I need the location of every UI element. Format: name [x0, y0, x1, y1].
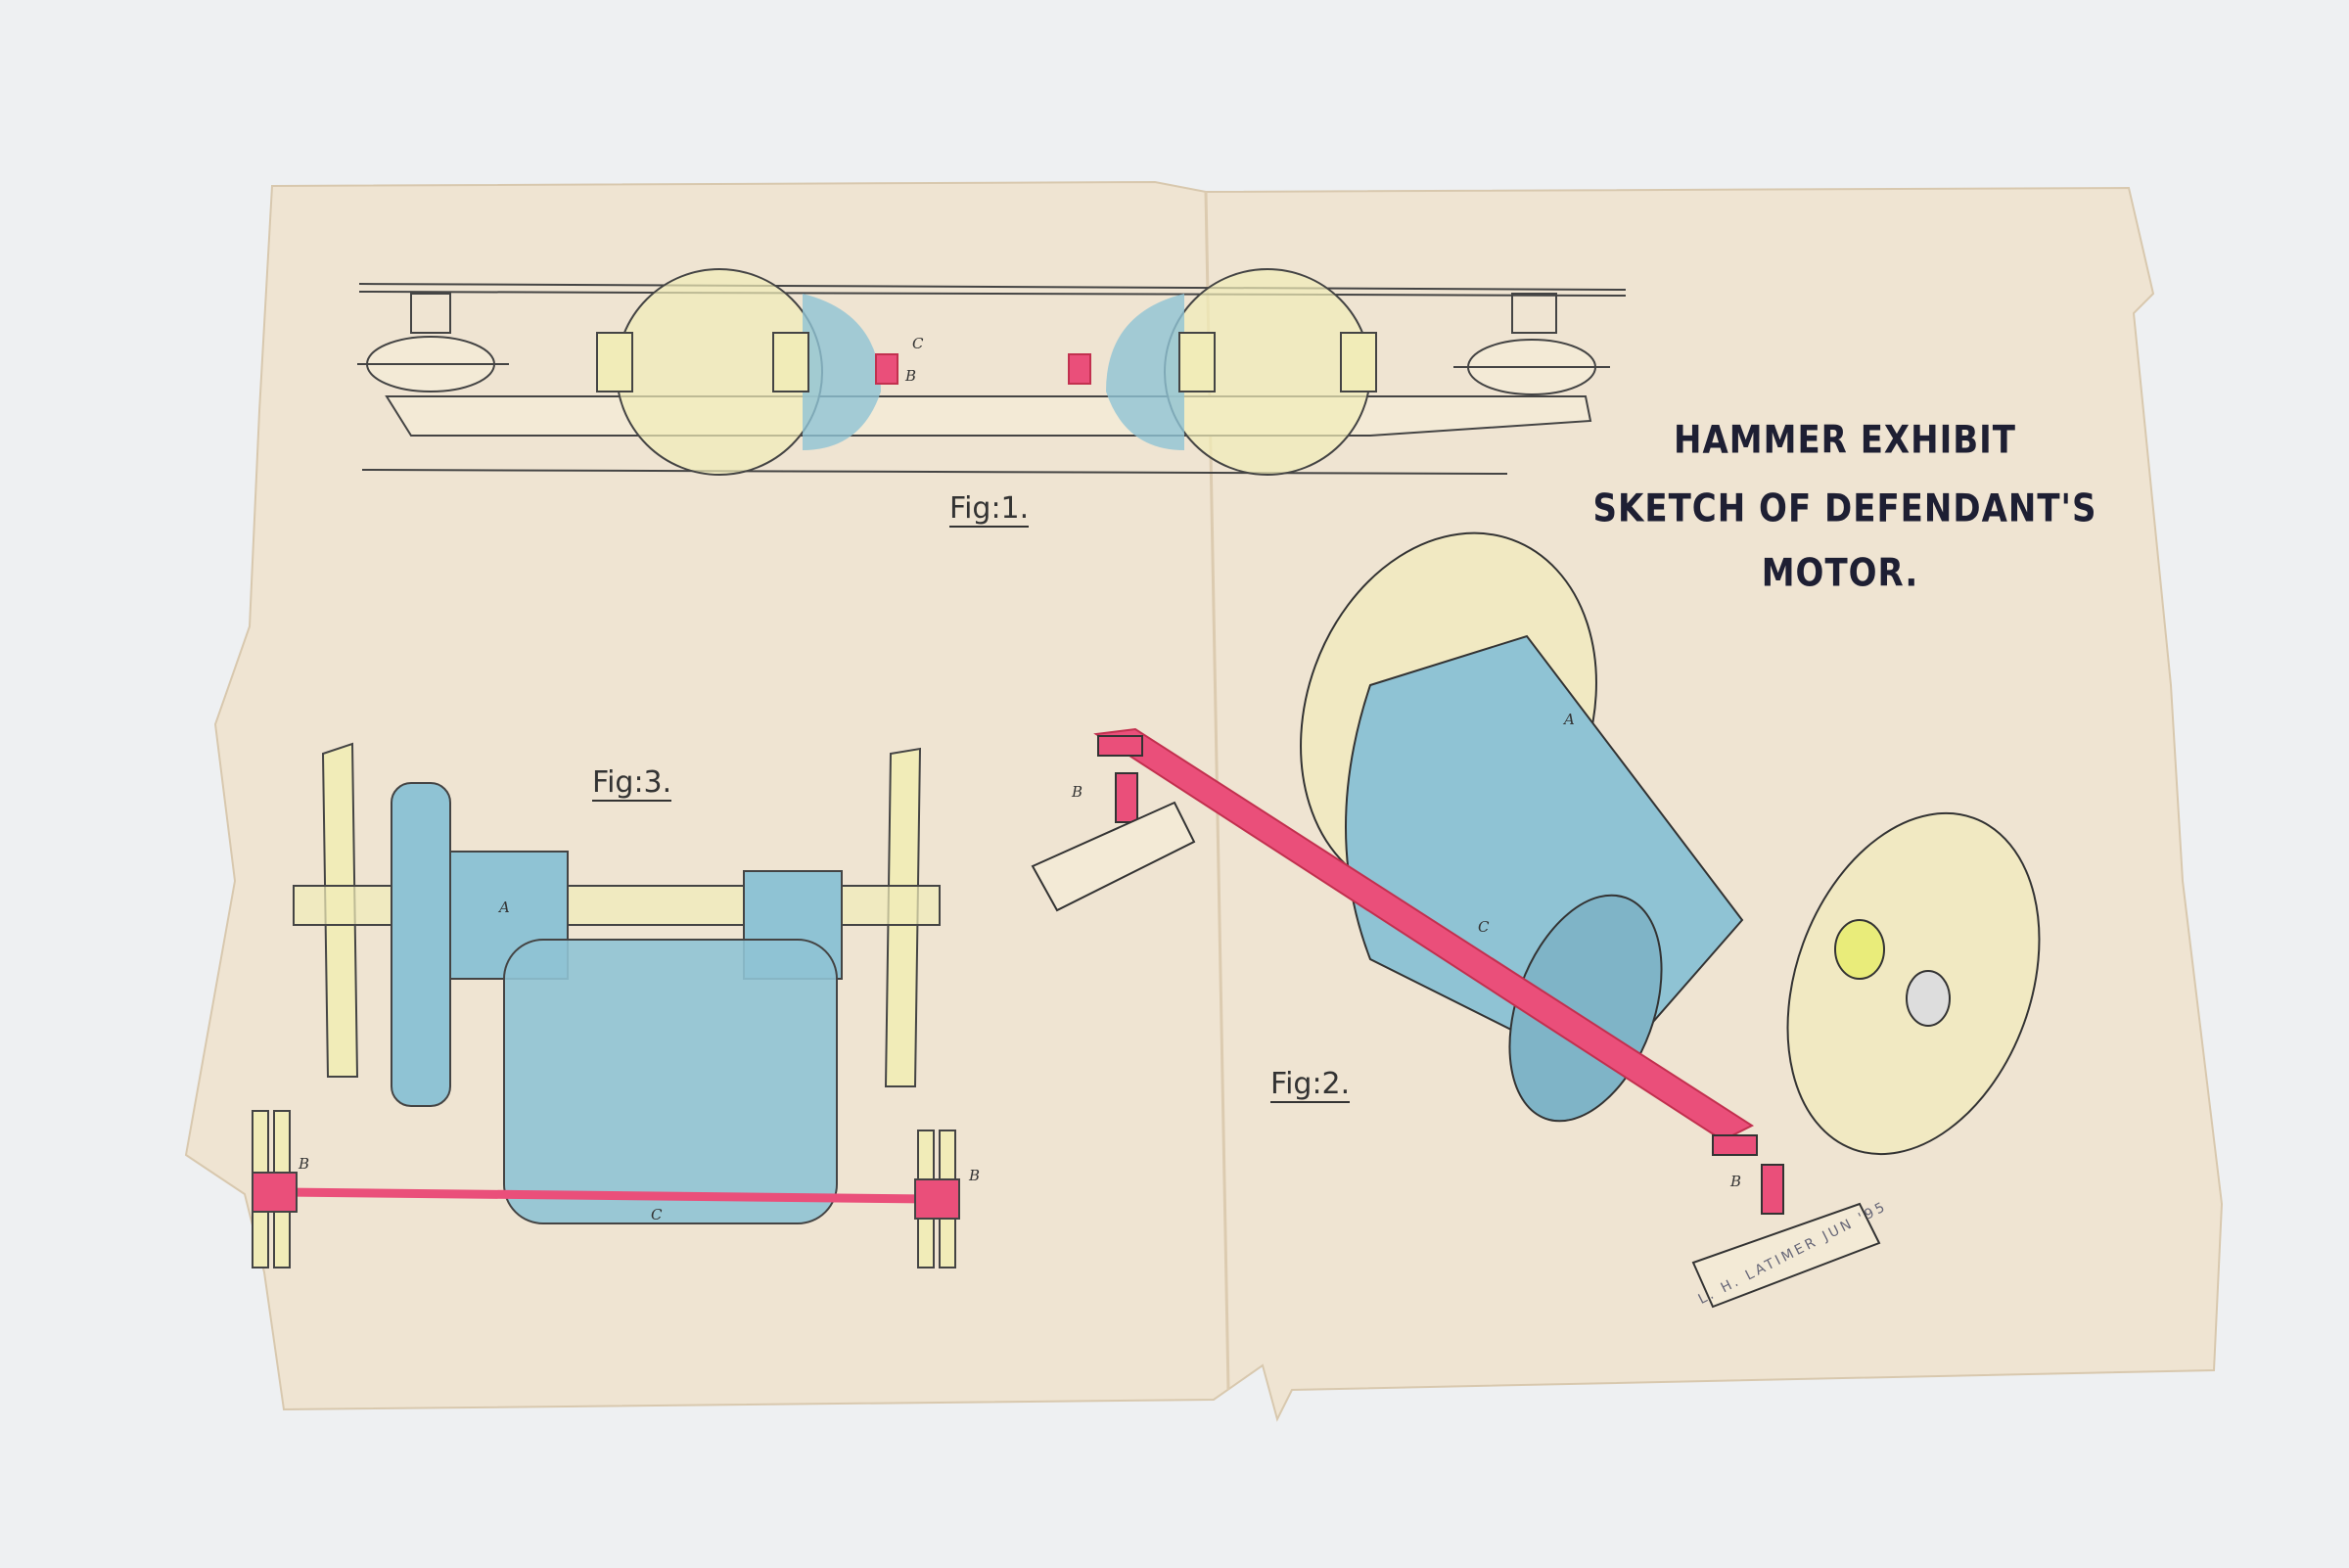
title-line-3: MOTOR.: [1761, 551, 1919, 596]
title-line-1: HAMMER EXHIBIT: [1674, 418, 2016, 463]
part-label-c-fig2: C: [1478, 918, 1490, 936]
part-label-c-fig1: C: [912, 335, 924, 352]
fig2-label: Fig:2.: [1270, 1067, 1351, 1103]
part-label-c-fig3: C: [651, 1206, 663, 1223]
part-label-b-fig3-left: B: [299, 1155, 310, 1173]
title-line-2: SKETCH OF DEFENDANT'S: [1592, 486, 2097, 531]
fig1-side-view: [357, 268, 1627, 476]
fig2-perspective-view: [1031, 531, 2041, 1309]
fig3-plan-view: [252, 742, 960, 1268]
part-label-b-fig2-bottom: B: [1730, 1173, 1742, 1190]
part-label-b-fig1: B: [905, 367, 917, 385]
part-label-b-fig3-right: B: [969, 1167, 981, 1184]
fig3-label-text: Fig:3.: [592, 765, 672, 802]
fig1-label: Fig:1.: [949, 491, 1030, 528]
fig3-label: Fig:3.: [592, 765, 672, 802]
fig2-label-text: Fig:2.: [1270, 1067, 1351, 1103]
part-label-b-fig2-top: B: [1072, 783, 1083, 801]
part-label-a-fig3: A: [499, 899, 510, 916]
part-label-a-fig2: A: [1564, 711, 1575, 728]
fig1-label-text: Fig:1.: [949, 491, 1030, 528]
